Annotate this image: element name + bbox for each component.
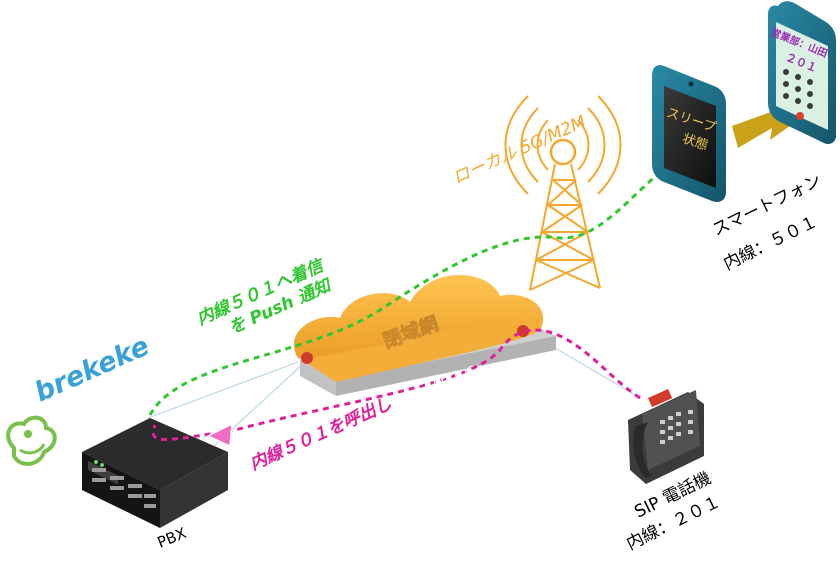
sip-desk-phone-icon — [628, 389, 704, 484]
sleeping-smartphone-icon: スリープ 状態 — [652, 65, 726, 202]
call-arrow-head — [206, 422, 233, 448]
brand-name: brekeke — [30, 331, 154, 409]
pbx-server-icon — [82, 418, 228, 528]
local-5g-label: ローカル 5G/M2M — [450, 112, 589, 189]
call-label: 内線５０１を呼出し — [247, 394, 395, 475]
decline-icon — [796, 112, 804, 120]
network-node-left — [301, 352, 313, 364]
pbx-label: PBX — [155, 524, 189, 552]
ringing-smartphone-icon: 営業部：山田 ２０１ — [768, 1, 836, 145]
call-path — [151, 328, 641, 448]
sleep-status-line2: 状態 — [680, 131, 710, 154]
keypad-icon — [783, 69, 813, 109]
